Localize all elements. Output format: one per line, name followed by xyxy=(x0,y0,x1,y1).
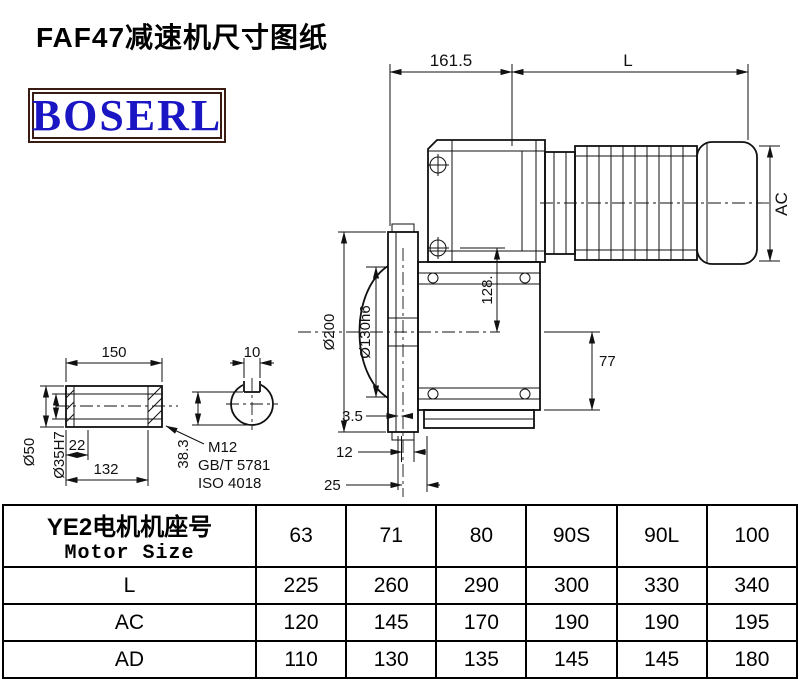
table-cell: 120 xyxy=(254,603,348,642)
table-row-ac: AC 120 145 170 190 190 195 xyxy=(2,603,799,642)
thread-note: M12 GB/T 5781 ISO 4018 xyxy=(165,425,270,492)
dim-flange-od-label: Ø200 xyxy=(321,314,338,351)
column-header-90l: 90L xyxy=(615,504,708,568)
centerlines xyxy=(298,202,772,497)
dim-bottom-offsets: 3.5 12 25 xyxy=(324,408,440,494)
note-gb-standard: GB/T 5781 xyxy=(198,457,270,474)
table-cell: 145 xyxy=(615,640,708,679)
table-cell: 290 xyxy=(435,566,528,605)
dim-22-label: 22 xyxy=(69,437,86,454)
output-shaft-detail: 150 22 132 Ø50 Ø35H7 xyxy=(21,344,178,486)
dim-150-label: 150 xyxy=(101,344,126,361)
table-cell: 195 xyxy=(705,603,799,642)
table-cell: 260 xyxy=(345,566,438,605)
row-label-ad: AD xyxy=(2,640,257,679)
key-section-detail: 10 38.3 xyxy=(175,344,278,469)
table-row-l: L 225 260 290 300 330 340 xyxy=(2,566,799,605)
gearbox-view xyxy=(417,139,546,429)
column-header-71: 71 xyxy=(345,504,438,568)
column-header-100: 100 xyxy=(705,504,799,568)
dim-25-label: 25 xyxy=(324,477,341,494)
motor-size-label-zh: YE2电机机座号 xyxy=(46,514,213,541)
table-cell: 110 xyxy=(254,640,348,679)
dim-ac-label: AC xyxy=(772,192,791,216)
motor-size-header-cell: YE2电机机座号 Motor Size xyxy=(2,504,257,568)
table-cell: 145 xyxy=(525,640,618,679)
row-label-ac: AC xyxy=(2,603,257,642)
dim-flange-od: Ø200 xyxy=(321,231,386,433)
dim-length-l-label: L xyxy=(623,51,632,70)
dim-bore-label: Ø35H7 xyxy=(51,431,68,479)
column-header-63: 63 xyxy=(254,504,348,568)
table-cell: 190 xyxy=(615,603,708,642)
dim-38-3-label: 38.3 xyxy=(175,439,192,468)
dim-77-label: 77 xyxy=(599,353,616,370)
dim-ac: AC xyxy=(759,145,791,262)
dim-12-label: 12 xyxy=(336,444,353,461)
column-header-90s: 90S xyxy=(525,504,618,568)
table-cell: 130 xyxy=(345,640,438,679)
table-cell: 190 xyxy=(525,603,618,642)
dim-77: 77 xyxy=(544,331,616,411)
table-cell: 170 xyxy=(435,603,528,642)
brand-logo: BOSERL xyxy=(28,88,226,143)
table-row-ad: AD 110 130 135 145 145 180 xyxy=(2,640,799,679)
technical-drawing: 161.5 L AC Ø200 Ø130h6 128. 77 xyxy=(21,51,791,497)
motor-size-table: YE2电机机座号 Motor Size 63 71 80 90S 90L 100… xyxy=(2,504,799,679)
brand-logo-text: BOSERL xyxy=(31,90,223,140)
table-cell: 145 xyxy=(345,603,438,642)
table-header-row: YE2电机机座号 Motor Size 63 71 80 90S 90L 100 xyxy=(2,504,799,568)
table-cell: 135 xyxy=(435,640,528,679)
dim-3-5-label: 3.5 xyxy=(342,408,363,425)
dim-shaft-od-label: Ø50 xyxy=(21,438,38,466)
row-label-l: L xyxy=(2,566,257,605)
table-cell: 330 xyxy=(615,566,708,605)
dim-128: 128. xyxy=(460,247,505,333)
page-title: FAF47减速机尺寸图纸 xyxy=(36,22,329,53)
dim-top: 161.5 L xyxy=(389,51,749,226)
dim-132-label: 132 xyxy=(93,461,118,478)
column-header-80: 80 xyxy=(435,504,528,568)
note-iso-standard: ISO 4018 xyxy=(198,475,261,492)
dim-flange-spigot: Ø130h6 xyxy=(357,266,386,398)
flange-view xyxy=(358,223,419,441)
dim-161-5-label: 161.5 xyxy=(430,51,473,70)
table-cell: 225 xyxy=(254,566,348,605)
dim-key-width-label: 10 xyxy=(244,344,261,361)
motor-size-label-en: Motor Size xyxy=(64,542,195,565)
dim-128-label: 128. xyxy=(479,275,496,304)
table-cell: 180 xyxy=(705,640,799,679)
motor-view xyxy=(544,141,758,265)
dim-spigot-label: Ø130h6 xyxy=(357,305,374,358)
note-m12: M12 xyxy=(208,439,237,456)
table-cell: 340 xyxy=(705,566,799,605)
table-cell: 300 xyxy=(525,566,618,605)
